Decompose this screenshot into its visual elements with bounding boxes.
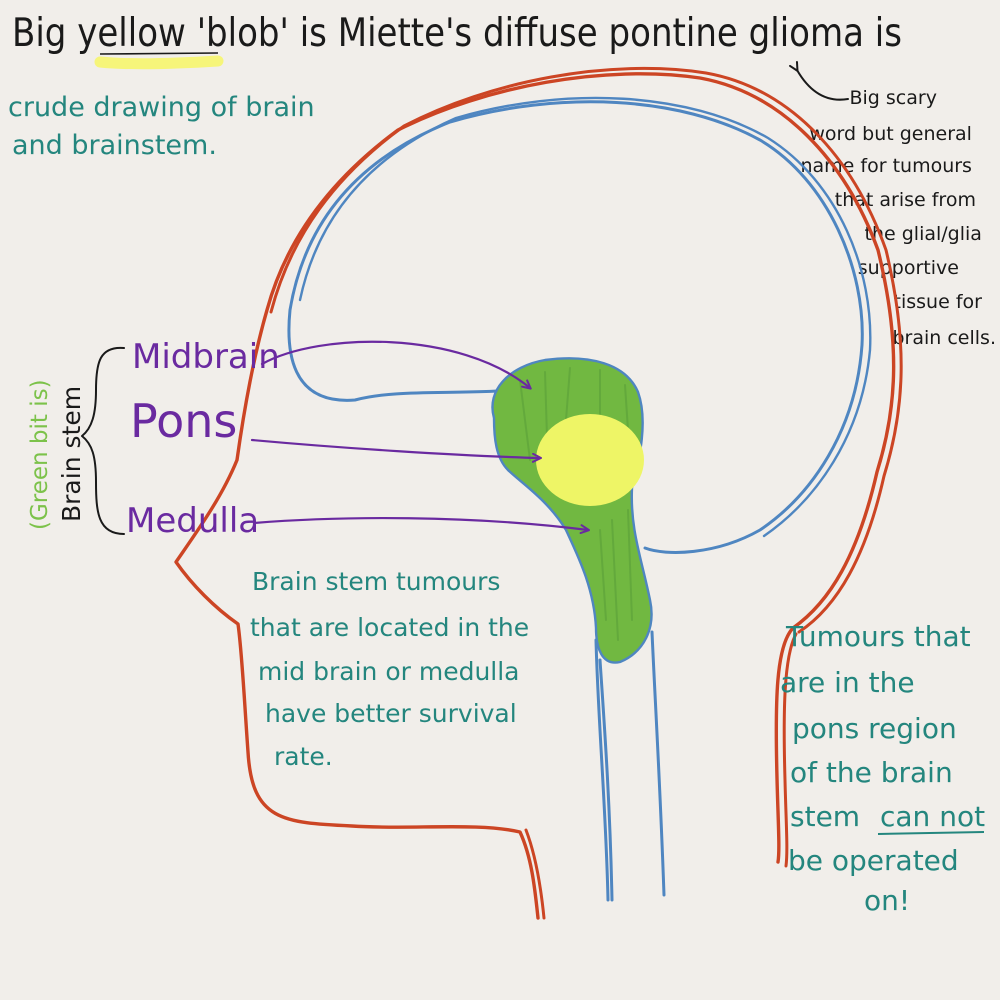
title-highlighted-word: yellow (77, 11, 186, 56)
brain-stem-texture (519, 367, 633, 641)
page-title: Big yellow 'blob' is Miette's diffuse po… (12, 11, 902, 56)
pons-note-line: Tumours that (785, 620, 971, 653)
glioma-note-line: word but general (809, 123, 972, 145)
tumour-blob (536, 414, 644, 506)
survival-note-line: mid brain or medulla (258, 657, 520, 686)
brain-outline (287, 100, 864, 554)
pons-label: Pons (130, 394, 237, 448)
title-prefix: Big (12, 11, 77, 56)
spinal-cord (594, 630, 666, 902)
survival-note: Brain stem tumours that are located in t… (250, 567, 537, 771)
subtitle-line: crude drawing of brain (8, 92, 315, 123)
survival-note-line: rate. (274, 742, 333, 771)
glioma-note-line: brain cells. (892, 327, 996, 349)
glioma-note-arrow (789, 60, 849, 101)
subtitle: crude drawing of brain and brainstem. (8, 92, 323, 161)
glioma-note-line: the glial/glia (865, 223, 982, 245)
title-underline (99, 52, 219, 55)
subtitle-line: and brainstem. (12, 130, 217, 161)
pons-note-line: of the brain (790, 756, 953, 789)
survival-note-line: that are located in the (250, 613, 529, 642)
brain-stem-bracket (81, 346, 125, 535)
brain-stem-bracket-text: Brain stem (57, 386, 86, 522)
head-outline-echo (269, 66, 903, 920)
head-outline (174, 72, 896, 920)
brain-stem-bracket-green: (Green bit is) (27, 379, 53, 530)
midbrain-arrow (260, 340, 532, 390)
glioma-note: Big scary word but general name for tumo… (800, 87, 996, 349)
pons-note-line: be operated (788, 844, 959, 877)
glioma-note-line: Big scary (849, 87, 936, 109)
medulla-label: Medulla (126, 501, 259, 541)
brain-stem-bracket-label: (Green bit is) (27, 379, 53, 530)
title-rest: 'blob' is Miette's diffuse pontine gliom… (186, 11, 902, 56)
glioma-note-line: that arise from (835, 189, 976, 211)
pons-note-line: on! (864, 884, 910, 917)
glioma-note-line: tissue for (894, 291, 983, 313)
yellow-highlight-mark (94, 55, 224, 70)
brain-outline-echo (298, 96, 872, 538)
can-not-underline (877, 831, 985, 835)
pons-note-line: are in the (780, 666, 915, 699)
glioma-note-line: name for tumours (800, 155, 971, 177)
pons-note-underlined: can not (880, 800, 985, 833)
survival-note-line: have better survival (265, 699, 517, 728)
pons-arrow (250, 438, 542, 463)
medulla-arrow (252, 516, 590, 535)
glioma-note-line: supportive (858, 257, 959, 279)
survival-note-line: Brain stem tumours (252, 567, 500, 596)
midbrain-label: Midbrain (132, 337, 280, 377)
pons-note-line: pons region (792, 712, 957, 745)
pons-note-line: stem (790, 800, 860, 833)
pons-note: Tumours that are in the pons region of t… (780, 620, 994, 917)
